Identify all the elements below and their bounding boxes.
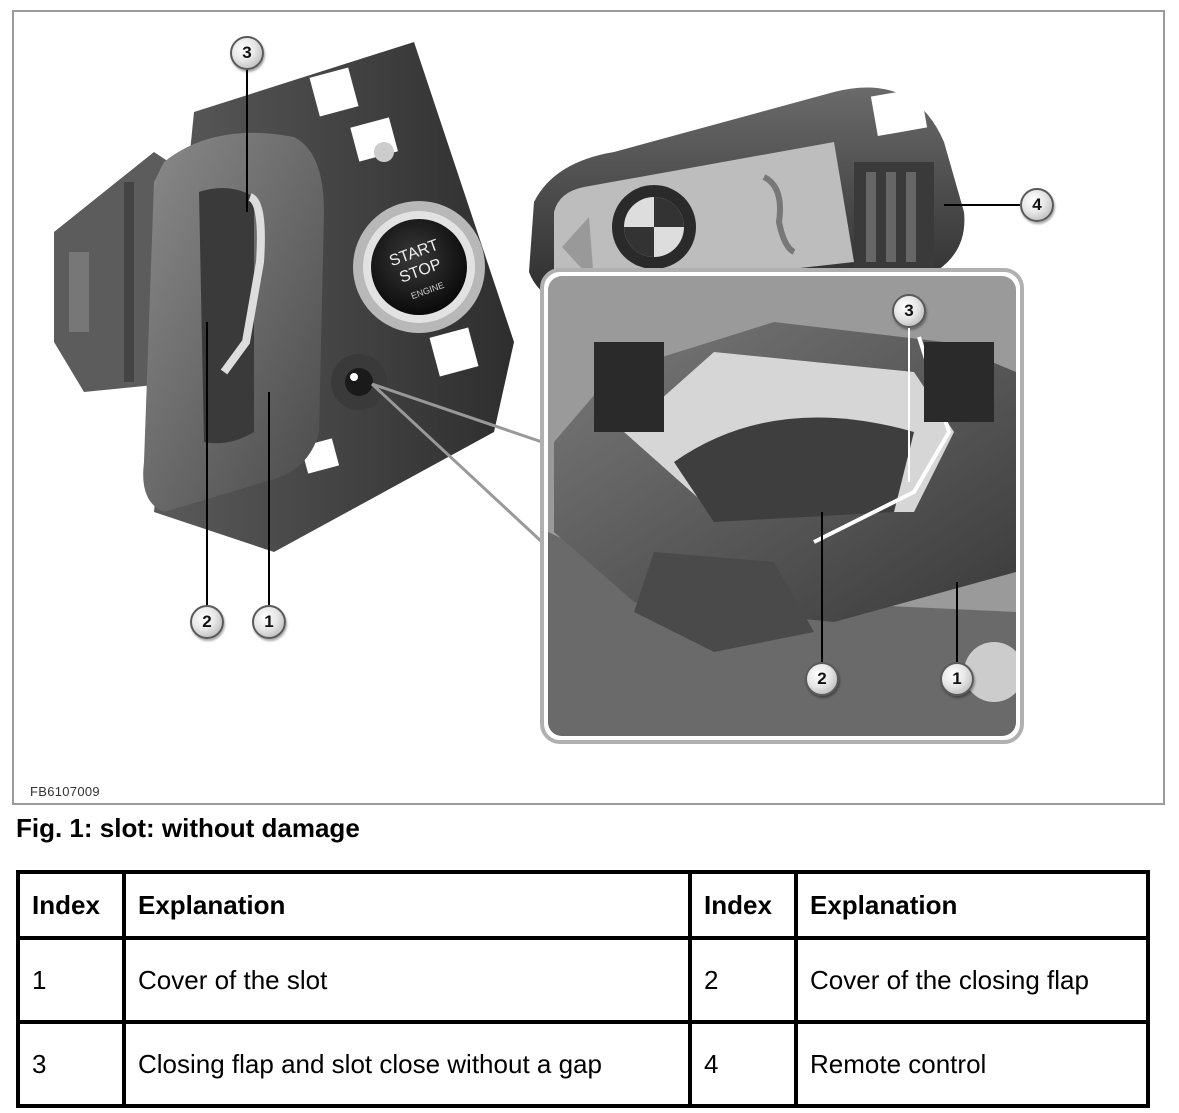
- callout-3-main: 3: [230, 36, 264, 70]
- slot-cover: [143, 132, 324, 512]
- key-slot-opening: [331, 354, 387, 410]
- remote-control-key: [529, 87, 965, 312]
- callout-1-inset: 1: [940, 662, 974, 696]
- legend-table: Index Explanation Index Explanation 1 Co…: [16, 870, 1150, 1108]
- callout-2-inset: 2: [805, 662, 839, 696]
- table-row: 1 Cover of the slot 2 Cover of the closi…: [16, 936, 1150, 1024]
- callout-2-main: 2: [190, 605, 224, 639]
- header-explanation-2: Explanation: [794, 870, 1150, 940]
- cell-explanation: Closing flap and slot close without a ga…: [122, 1020, 692, 1108]
- inset-detail: [540, 268, 1024, 744]
- cell-explanation: Remote control: [794, 1020, 1150, 1108]
- trunk-icon: [762, 174, 796, 255]
- header-index-1: Index: [16, 870, 126, 940]
- cell-explanation: Cover of the slot: [122, 936, 692, 1024]
- callout-3-inset: 3: [892, 294, 926, 328]
- lock-arrow-icon: [562, 217, 594, 282]
- figure-frame: START STOP ENGINE: [12, 10, 1165, 805]
- cell-index: 3: [16, 1020, 126, 1108]
- figure-caption: Fig. 1: slot: without damage: [16, 813, 360, 843]
- callout-4-main: 4: [1020, 188, 1054, 222]
- cell-index: 4: [688, 1020, 798, 1108]
- figure-id-code: FB6107009: [30, 784, 100, 799]
- ignition-slot-illustration: START STOP ENGINE: [54, 42, 1024, 744]
- table-row: 3 Closing flap and slot close without a …: [16, 1020, 1150, 1108]
- legend-header-row: Index Explanation Index Explanation: [16, 870, 1150, 940]
- header-explanation-1: Explanation: [122, 870, 692, 940]
- cell-index: 2: [688, 936, 798, 1024]
- cell-explanation: Cover of the closing flap: [794, 936, 1150, 1024]
- callout-1-main: 1: [252, 605, 286, 639]
- start-stop-button: START STOP ENGINE: [353, 201, 485, 333]
- zoom-lines: [370, 382, 544, 544]
- header-index-2: Index: [688, 870, 798, 940]
- cell-index: 1: [16, 936, 126, 1024]
